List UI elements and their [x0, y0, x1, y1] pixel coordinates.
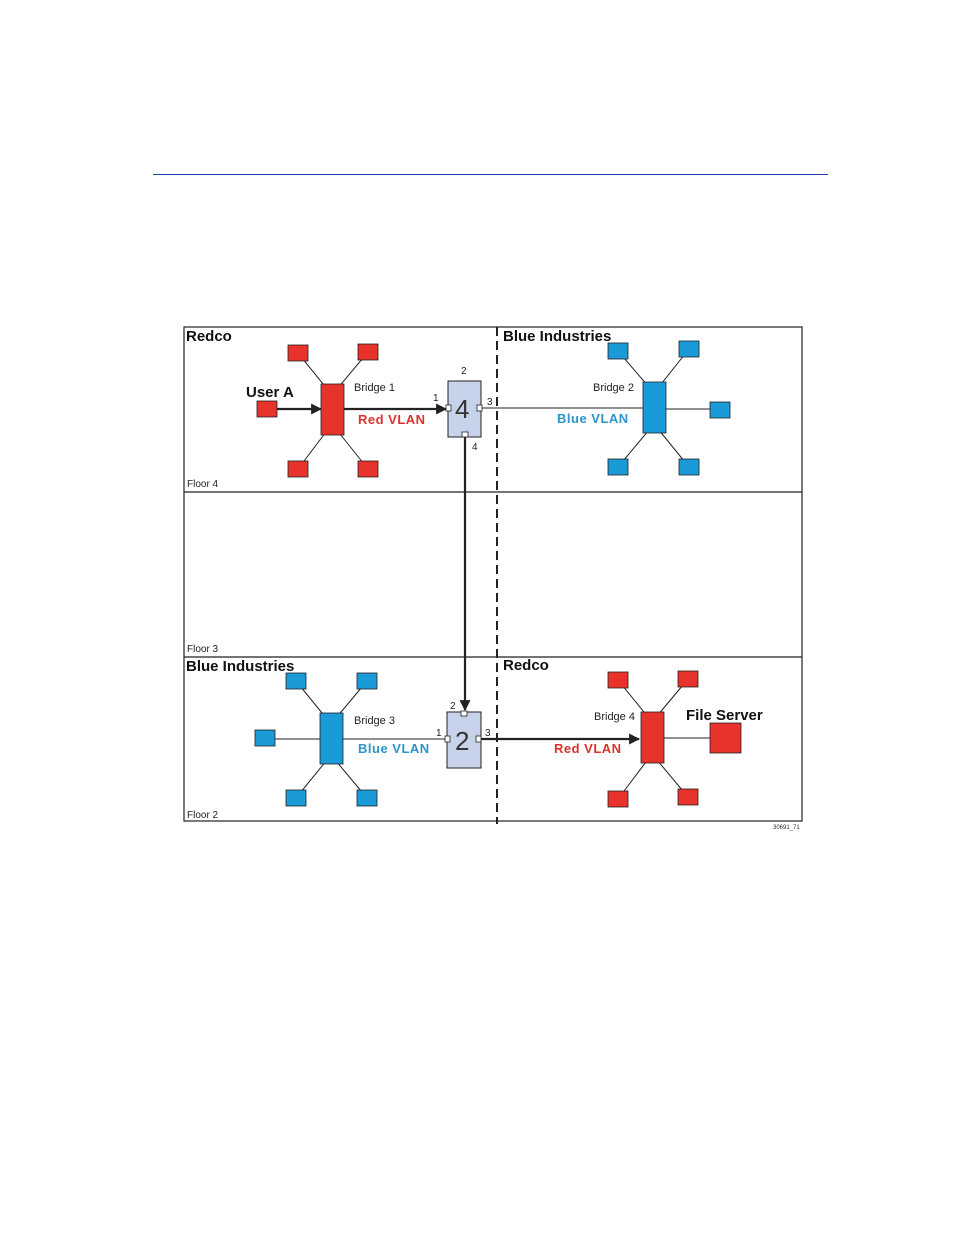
switch-2-port-2-label: 2: [450, 701, 456, 712]
switch-2-port-3: [475, 735, 482, 743]
file-server-node: [709, 722, 742, 754]
switch-4-port-4-label: 4: [472, 442, 478, 453]
zone-title-floor4-left: Redco: [186, 328, 232, 345]
switch-2-port-2: [460, 710, 468, 717]
bridge-3: [254, 672, 447, 807]
switch-2-label: 2: [455, 726, 469, 756]
blue-host-node: [678, 340, 700, 358]
blue-host-node: [678, 458, 700, 476]
blue-host-node: [709, 401, 731, 419]
bridge-4: [607, 670, 742, 808]
red-host-node: [607, 790, 629, 808]
bridge-4-body: [640, 711, 665, 764]
floor-label-2: Floor 2: [187, 810, 219, 821]
bridge-4-label: Bridge 4: [594, 711, 635, 723]
floor-label-4: Floor 4: [187, 479, 219, 490]
blue-host-node: [356, 672, 378, 690]
user-a-label: User A: [246, 384, 294, 401]
switch-2: [444, 710, 482, 769]
blue-host-node: [254, 729, 276, 747]
blue-host-node: [285, 672, 307, 690]
switch-2-port-1-label: 1: [436, 728, 442, 739]
diagram-frame: [183, 326, 803, 822]
red-host-node: [287, 460, 309, 478]
switch-4-port-1-label: 1: [433, 393, 439, 404]
header-rule: [153, 174, 828, 175]
switch-4-port-3: [476, 404, 483, 412]
red-host-node: [677, 788, 699, 806]
switch-4-port-3-label: 3: [487, 397, 493, 408]
switch-2-port-1: [444, 735, 451, 743]
switch-4-label: 4: [455, 394, 469, 424]
blue-host-node: [607, 342, 629, 360]
switch-4-port-4: [461, 431, 469, 438]
bridge-1-body: [320, 383, 345, 436]
switch-2-body: [446, 711, 482, 769]
bridge-1: [256, 343, 379, 478]
bridge-3-body: [319, 712, 344, 765]
bridge-2-body: [642, 381, 667, 434]
red-host-node: [357, 460, 379, 478]
zone-title-floor4-right: Blue Industries: [503, 328, 611, 345]
file-server-label: File Server: [686, 707, 763, 724]
blue-host-node: [356, 789, 378, 807]
zone-title-floor2-left: Blue Industries: [186, 658, 294, 675]
bridge-1-label: Bridge 1: [354, 382, 395, 394]
red-host-node: [677, 670, 699, 688]
bridge-2-label: Bridge 2: [593, 382, 634, 394]
switch-4-port-2-label: 2: [461, 366, 467, 377]
red-host-node: [607, 671, 629, 689]
vlan-label-red-bottom: Red VLAN: [554, 741, 622, 756]
bridge-3-label: Bridge 3: [354, 715, 395, 727]
user-a-node: [256, 400, 278, 418]
switch-4-port-1: [445, 404, 452, 412]
switch-2-port-3-label: 3: [485, 728, 491, 739]
vlan-label-red-top: Red VLAN: [358, 412, 426, 427]
figure-id: 30691_71: [773, 825, 800, 831]
zone-title-floor2-right: Redco: [503, 657, 549, 674]
red-host-node: [357, 343, 379, 361]
vlan-label-blue-top: Blue VLAN: [557, 411, 629, 426]
floor-label-3: Floor 3: [187, 644, 219, 655]
blue-host-node: [285, 789, 307, 807]
vlan-label-blue-bottom: Blue VLAN: [358, 741, 430, 756]
red-host-node: [287, 344, 309, 362]
bridge-2: [607, 340, 731, 476]
switch-4: [445, 380, 483, 438]
blue-host-node: [607, 458, 629, 476]
